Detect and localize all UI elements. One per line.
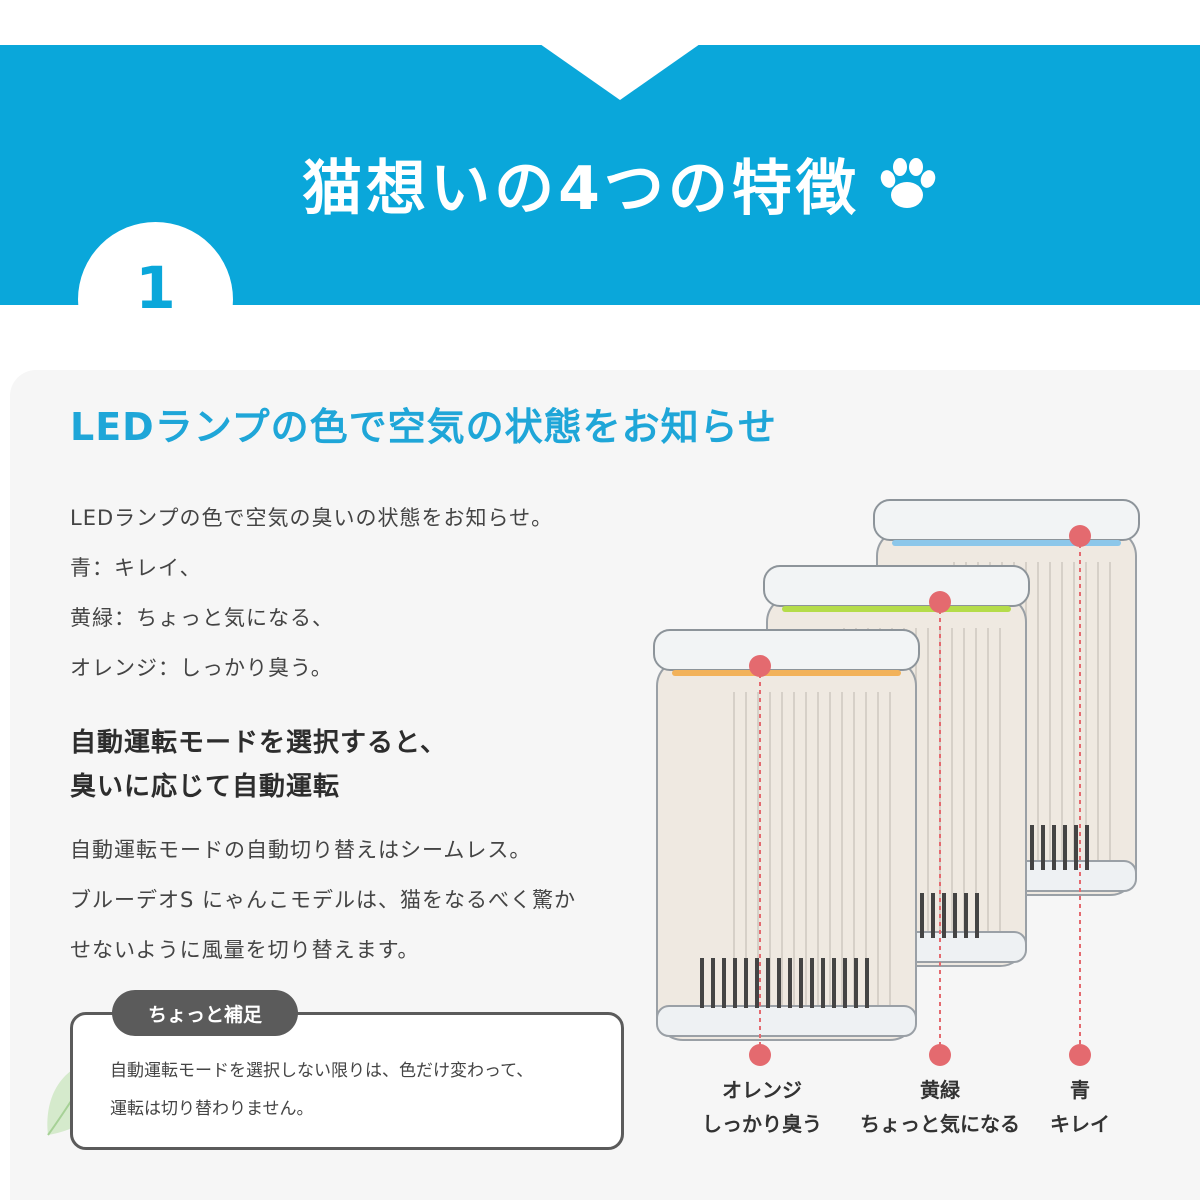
- caption-marker-dot: [1069, 1044, 1091, 1066]
- status-line-blue: 青：キレイ、: [70, 556, 202, 580]
- purifier-lid: [763, 565, 1030, 607]
- page-title: 猫想いの4つの特徴: [302, 154, 860, 224]
- led-marker-dot: [749, 655, 771, 677]
- led-marker-dot: [1069, 525, 1091, 547]
- sub-heading-line-1: 自動運転モードを選択すると、: [70, 728, 447, 758]
- caption-marker-dot: [929, 1044, 951, 1066]
- purifier-unit: [653, 629, 920, 1066]
- feature-number-badge: 1: [78, 222, 233, 377]
- note-line-1: 自動運転モードを選択しない限りは、色だけ変わって、: [110, 1061, 534, 1081]
- desc-line-3: せないように風量を切り替えます。: [70, 938, 420, 962]
- feature-number: 1: [135, 254, 176, 322]
- caption-yellowgreen-color: 黄緑: [920, 1078, 960, 1102]
- note-tab: ちょっと補足: [112, 990, 298, 1036]
- led-strip: [672, 670, 901, 676]
- purifier-illustration: [653, 499, 1140, 1066]
- intro-text: LEDランプの色で空気の臭いの状態をお知らせ。: [70, 506, 554, 530]
- caption-orange-color: オレンジ: [722, 1078, 802, 1102]
- status-line-yellowgreen: 黄緑：ちょっと気になる、: [70, 606, 334, 630]
- note-line-2: 運転は切り替わりません。: [110, 1099, 314, 1119]
- sub-heading-line-2: 臭いに応じて自動運転: [70, 772, 341, 802]
- caption-marker-dot: [749, 1044, 771, 1066]
- purifier-lid: [873, 499, 1140, 541]
- desc-line-1: 自動運転モードの自動切り替えはシームレス。: [70, 838, 532, 862]
- led-strip: [782, 606, 1011, 612]
- purifier-lid: [653, 629, 920, 671]
- desc-line-2: ブルーデオS にゃんこモデルは、猫をなるべく驚か: [70, 888, 577, 912]
- page-title-row: 猫想いの4つの特徴: [0, 140, 1200, 227]
- led-strip: [892, 540, 1121, 546]
- paw-icon: [880, 157, 936, 208]
- purifier-base: [656, 1005, 917, 1037]
- caption-yellowgreen-status: ちょっと気になる: [860, 1112, 1020, 1136]
- feature-heading: LEDランプの色で空気の状態をお知らせ: [70, 405, 777, 449]
- caption-orange-status: しっかり臭う: [702, 1112, 822, 1136]
- caption-blue-color: 青: [1070, 1078, 1090, 1102]
- led-marker-dot: [929, 591, 951, 613]
- banner-notch: [540, 44, 700, 100]
- caption-blue-status: キレイ: [1050, 1112, 1110, 1136]
- status-line-orange: オレンジ：しっかり臭う。: [70, 656, 333, 680]
